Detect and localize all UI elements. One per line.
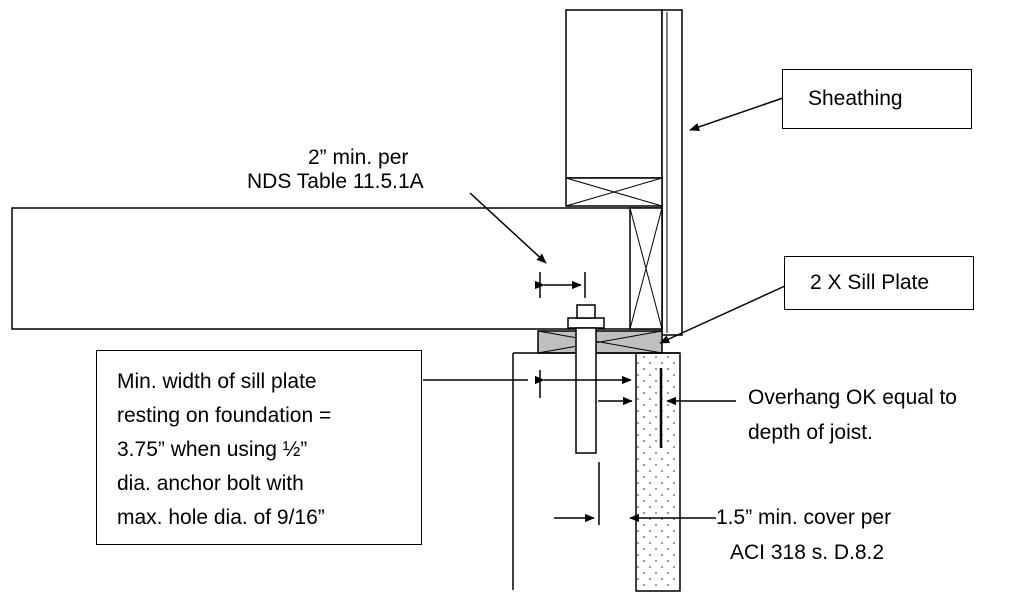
min-width-callout: Min. width of sill plate resting on foun… xyxy=(96,350,422,545)
floor-joist xyxy=(11,207,663,330)
overhang-label-line1: Overhang OK equal to xyxy=(748,386,957,409)
anchor-bolt-washer xyxy=(567,317,605,329)
anchor-bolt-nut xyxy=(576,304,596,319)
cover-label-line2: ACI 318 s. D.8.2 xyxy=(730,541,885,564)
anchor-bolt xyxy=(575,327,597,454)
nds-label-line1: 2” min. per xyxy=(308,146,409,169)
sill-plate-callout: 2 X Sill Plate xyxy=(784,256,974,310)
wall-stud xyxy=(565,9,663,179)
sheathing-callout: Sheathing xyxy=(782,69,972,129)
nds-label-line2: NDS Table 11.5.1A xyxy=(247,170,424,193)
sheathing-label: Sheathing xyxy=(808,87,903,110)
min-width-line-2: resting on foundation = xyxy=(117,404,332,427)
min-width-line-4: dia. anchor bolt with xyxy=(117,472,304,495)
min-width-line-5: max. hole dia. of 9/16” xyxy=(117,506,325,529)
sill-plate-label: 2 X Sill Plate xyxy=(810,271,930,294)
cover-label-line1: 1.5” min. cover per xyxy=(716,506,892,529)
sheathing-leader xyxy=(689,97,784,131)
min-width-line-3: 3.75” when using ½” xyxy=(117,438,308,461)
nds-leader xyxy=(469,192,547,264)
min-width-line-1: Min. width of sill plate xyxy=(117,370,317,393)
concrete-cover-strip xyxy=(635,352,681,592)
sill-plate-leader xyxy=(659,285,786,344)
overhang-label-line2: depth of joist. xyxy=(748,421,873,444)
sheathing-panel xyxy=(661,9,683,336)
